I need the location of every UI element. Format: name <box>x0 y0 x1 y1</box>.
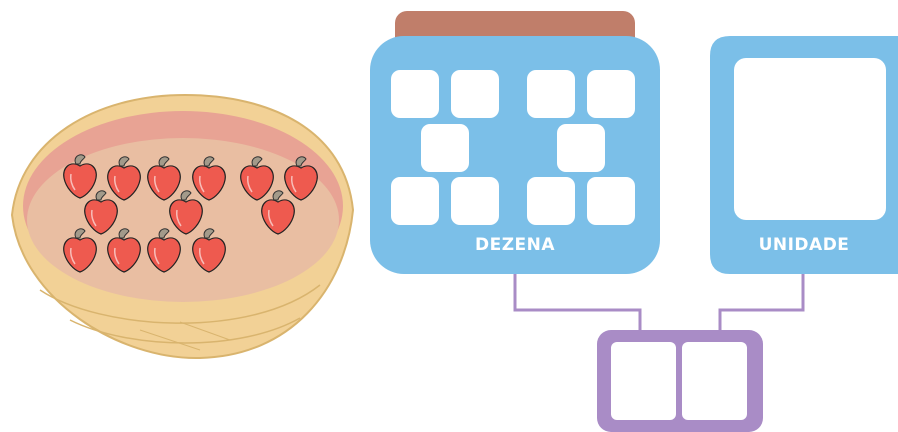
dezena-cell <box>557 124 605 172</box>
dezena-cell <box>391 177 439 225</box>
cashew-icon <box>261 190 295 235</box>
cashew-icon <box>63 228 97 273</box>
cashew-icon <box>284 156 318 201</box>
dezena-cell <box>451 70 499 118</box>
cashew-icon <box>107 228 141 273</box>
connector-unidade <box>718 274 805 334</box>
cashew-icon <box>240 156 274 201</box>
answer-box <box>597 330 763 432</box>
connector-dezena <box>513 274 642 334</box>
cashew-icon <box>192 228 226 273</box>
basket-icon <box>10 93 355 360</box>
dezena-jar <box>370 11 660 274</box>
cashew-icon <box>169 190 203 235</box>
cashew-group <box>63 154 318 273</box>
cashew-icon <box>147 156 181 201</box>
cashew-icon <box>107 156 141 201</box>
dezena-cell <box>527 177 575 225</box>
answer-digit-tens[interactable] <box>611 342 676 420</box>
answer-digit-units[interactable] <box>682 342 747 420</box>
cashew-icon <box>63 154 97 199</box>
dezena-cell <box>527 70 575 118</box>
unidade-label: UNIDADE <box>758 235 850 255</box>
cashew-icon <box>192 156 226 201</box>
cashew-icon <box>84 190 118 235</box>
dezena-cell <box>391 70 439 118</box>
dezena-label: DEZENA <box>474 235 556 255</box>
dezena-cell <box>587 177 635 225</box>
unidade-panel-group <box>710 36 898 274</box>
dezena-cell <box>587 70 635 118</box>
cashew-icon <box>147 228 181 273</box>
dezena-cell <box>451 177 499 225</box>
dezena-cell <box>421 124 469 172</box>
unidade-cell <box>734 58 886 220</box>
dezena-cells <box>391 70 635 225</box>
connector-lines <box>513 274 805 334</box>
